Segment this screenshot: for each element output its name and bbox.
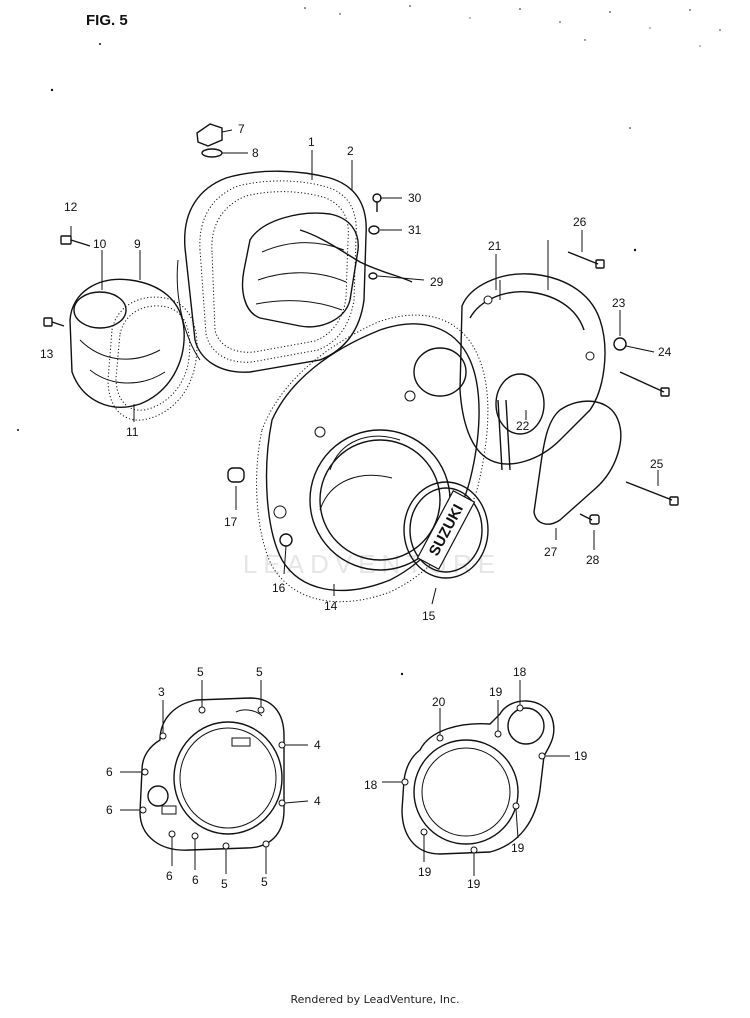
callout-13: 13 [40, 347, 54, 361]
part-23-dowel [613, 337, 627, 351]
callout-5-c: 5 [221, 877, 228, 891]
callout-14: 14 [324, 599, 338, 613]
part-28-bolt [579, 513, 600, 525]
callout-29: 29 [430, 275, 444, 289]
callout-4-a: 4 [314, 738, 321, 752]
callout-16: 16 [272, 581, 286, 595]
callout-24: 24 [658, 345, 672, 359]
footer-credit: Rendered by LeadVenture, Inc. [290, 993, 460, 1006]
callout-6-d: 6 [192, 873, 199, 887]
part-7-oil-filler-plug [196, 123, 233, 147]
callout-labels: 1 2 7 8 30 31 29 12 10 9 13 11 21 26 23 … [40, 122, 672, 891]
callout-19-d: 19 [418, 865, 432, 879]
part-24-bolt [619, 371, 670, 397]
part-8-o-ring [201, 148, 248, 158]
part-22-shaft [497, 399, 511, 471]
part-17-dowel [227, 467, 245, 483]
part-19-generator-cover-outline [401, 700, 555, 855]
callout-19-c: 19 [511, 841, 525, 855]
part-14-generator-cover [256, 314, 489, 603]
callout-10: 10 [93, 237, 107, 251]
figure-title: FIG. 5 [86, 12, 128, 29]
callout-27: 27 [544, 545, 558, 559]
callout-5-d: 5 [261, 875, 268, 889]
part-10-release-cover [69, 278, 185, 408]
callout-2: 2 [347, 144, 354, 158]
callout-19-b: 19 [574, 749, 588, 763]
callout-18-a: 18 [513, 665, 527, 679]
callout-9: 9 [134, 237, 141, 251]
callout-4-b: 4 [314, 794, 321, 808]
part-25-bolt [625, 481, 679, 506]
callout-12: 12 [64, 200, 78, 214]
part-1-clutch-cover-gasket [176, 170, 367, 373]
callout-6-a: 6 [106, 765, 113, 779]
part-30-bolt [372, 193, 382, 212]
callout-15: 15 [422, 609, 436, 623]
callout-1: 1 [308, 135, 315, 149]
callout-28: 28 [586, 553, 600, 567]
callout-22: 22 [516, 419, 530, 433]
callout-25: 25 [650, 457, 664, 471]
leader-lines-generator-gasket [382, 680, 570, 876]
part-31-washer [368, 225, 380, 235]
callout-20: 20 [432, 695, 446, 709]
callout-19-a: 19 [489, 685, 503, 699]
callout-5-b: 5 [256, 665, 263, 679]
callout-11: 11 [126, 425, 139, 439]
part-27-sprocket-cover-gasket [533, 400, 622, 525]
callout-19-e: 19 [467, 877, 481, 891]
part-9-gasket [107, 296, 198, 421]
callout-5-a: 5 [197, 665, 204, 679]
part-3-clutch-cover-outline [139, 697, 286, 851]
callout-8: 8 [252, 146, 259, 160]
callout-7: 7 [238, 122, 245, 136]
leader-lines-clutch-gasket [120, 680, 309, 874]
callout-30: 30 [408, 191, 422, 205]
callout-3: 3 [158, 685, 165, 699]
scan-noise [17, 5, 721, 676]
callout-18-b: 18 [364, 778, 378, 792]
part-12-bolt [60, 226, 91, 247]
callout-26: 26 [573, 215, 587, 229]
callout-17: 17 [224, 515, 238, 529]
part-2-inner-cover [241, 212, 413, 328]
part-16-bolt [279, 533, 293, 575]
leader-lines [101, 150, 659, 605]
part-13-bolt [43, 317, 65, 327]
callout-6-c: 6 [166, 869, 173, 883]
callout-21: 21 [488, 239, 502, 253]
callout-6-b: 6 [106, 803, 113, 817]
callout-31: 31 [408, 223, 422, 237]
callout-23: 23 [612, 296, 626, 310]
part-21-sprocket-cover [459, 240, 606, 465]
part-29-dowel [368, 272, 378, 280]
part-26-bolt [567, 251, 605, 269]
